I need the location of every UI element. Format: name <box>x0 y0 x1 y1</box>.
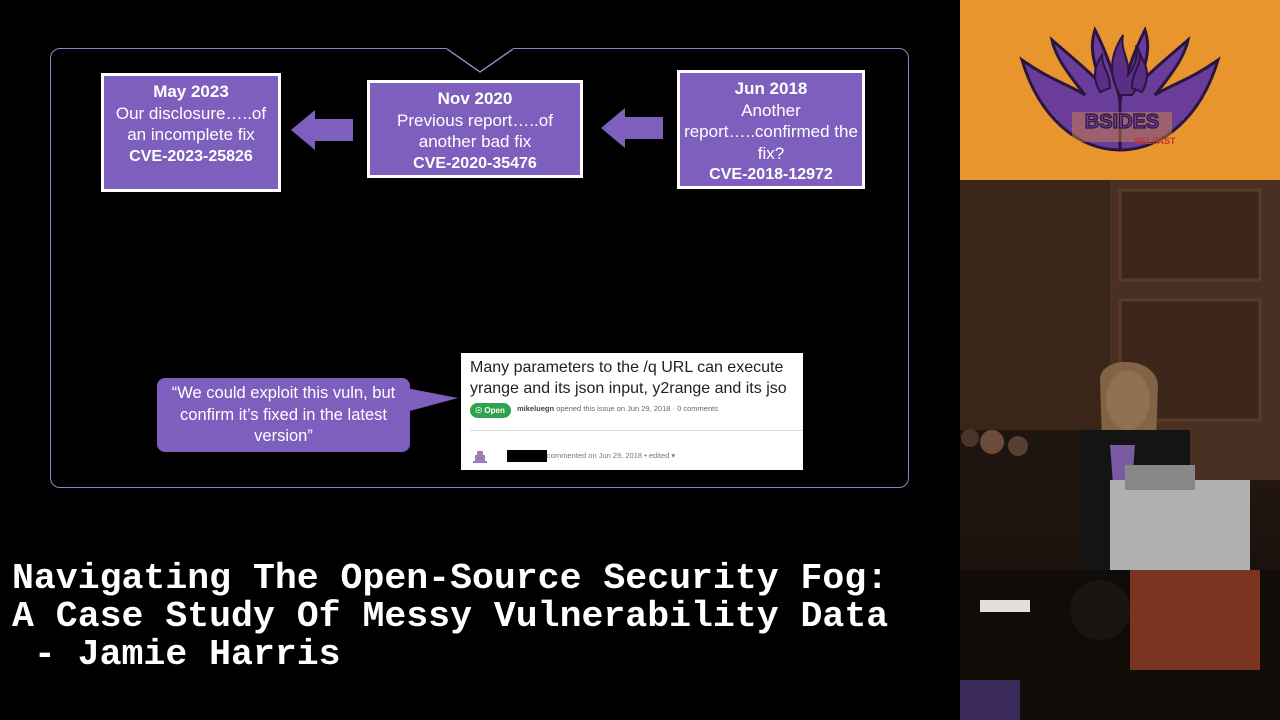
issue-title-line: yrange and its json input, y2range and i… <box>470 380 787 397</box>
title-line: Navigating The Open-Source Security Fog: <box>12 558 889 599</box>
open-issue-icon: ☉ <box>475 406 483 415</box>
logo-subtext: BELFAST <box>1134 136 1176 146</box>
speaker-video-scene <box>960 180 1280 720</box>
timeline-box-jun-2018: Jun 2018 Another report…..confirmed the … <box>677 70 865 189</box>
quote-callout: “We could exploit this vuln, but confirm… <box>157 378 410 452</box>
title-line: A Case Study Of Messy Vulnerability Data <box>12 596 889 637</box>
timeline-desc: Previous report…..of another bad fix <box>397 110 553 152</box>
timeline-date: May 2023 <box>153 82 229 101</box>
redacted-username <box>507 450 547 462</box>
arrow-left-icon <box>601 108 663 148</box>
issue-title: Many parameters to the /q URL can execut… <box>470 357 787 399</box>
status-label: Open <box>484 406 505 415</box>
issue-status-badge: ☉ Open <box>470 403 511 418</box>
timeline-desc: Our disclosure…..of an incomplete fix <box>115 103 267 145</box>
issue-title-line: Many parameters to the /q URL can execut… <box>470 359 784 376</box>
timeline-box-nov-2020: Nov 2020 Previous report…..of another ba… <box>367 80 583 178</box>
divider <box>470 430 803 431</box>
issue-meta: mikeluegn opened this issue on Jun 29, 2… <box>517 404 718 413</box>
timeline-date: Jun 2018 <box>734 79 808 98</box>
speaker-video <box>960 180 1280 720</box>
timeline-cve: CVE-2020-35476 <box>413 154 537 172</box>
issue-author: mikeluegn <box>517 404 555 413</box>
timeline-date: Nov 2020 <box>437 89 513 108</box>
timeline-box-may-2023: May 2023 Our disclosure…..of an incomple… <box>101 73 281 192</box>
frame-notch <box>447 48 513 73</box>
callout-tail <box>406 388 458 412</box>
bsides-belfast-logo: BSIDES BELFAST <box>1019 26 1221 152</box>
timeline-cve: CVE-2018-12972 <box>709 166 833 183</box>
bsides-logo-panel: BSIDES BELFAST <box>960 0 1280 180</box>
speaker-name: - Jamie Harris <box>12 634 341 675</box>
user-avatar-icon <box>472 449 488 465</box>
arrow-left-icon <box>291 110 353 150</box>
timeline-cve: CVE-2023-25826 <box>129 147 253 165</box>
talk-title: Navigating The Open-Source Security Fog:… <box>12 560 888 674</box>
logo-text: BSIDES <box>1085 111 1159 133</box>
timeline-desc: Another report…..confirmed the fix? <box>684 100 858 163</box>
comment-meta: commented on Jun 29, 2018 • edited ▾ <box>547 451 676 460</box>
github-issue-screenshot: Many parameters to the /q URL can execut… <box>461 353 803 470</box>
issue-meta-text: opened this issue on Jun 29, 2018 · 0 co… <box>556 404 718 413</box>
